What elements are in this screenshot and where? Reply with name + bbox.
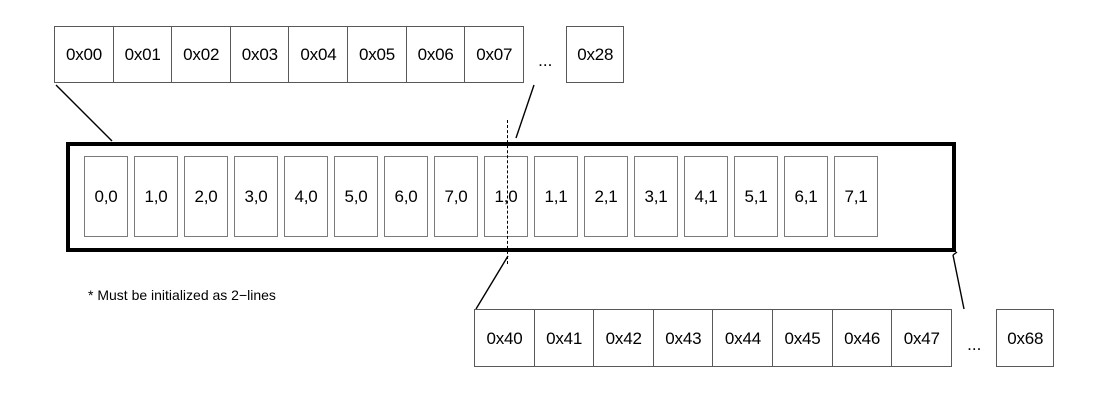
buffer-cell-list: 0,0 1,0 2,0 3,0 4,0 5,0 6,0 7,0 1,0 1,1 … bbox=[84, 156, 878, 237]
address-cell: 0x46 bbox=[831, 309, 893, 367]
address-cell: 0x41 bbox=[533, 309, 595, 367]
address-cell-tail: 0x68 bbox=[996, 309, 1055, 367]
buffer-cell: 5,0 bbox=[334, 156, 378, 237]
address-cell: 0x01 bbox=[112, 26, 173, 83]
buffer-cell: 1,0 bbox=[484, 156, 528, 237]
address-cell: 0x45 bbox=[772, 309, 834, 367]
address-cell: 0x43 bbox=[652, 309, 714, 367]
buffer-cell: 6,1 bbox=[784, 156, 828, 237]
address-cell: 0x40 bbox=[474, 309, 535, 367]
buffer-cell: 2,0 bbox=[184, 156, 228, 237]
address-cell: 0x47 bbox=[891, 309, 953, 367]
buffer-cell: 6,0 bbox=[384, 156, 428, 237]
buffer-cell: 1,0 bbox=[134, 156, 178, 237]
buffer-cell: 1,1 bbox=[534, 156, 578, 237]
address-cell: 0x44 bbox=[712, 309, 774, 367]
address-ellipsis: ... bbox=[967, 335, 982, 354]
buffer-cell: 7,0 bbox=[434, 156, 478, 237]
buffer-cell: 4,1 bbox=[684, 156, 728, 237]
footnote-text: * Must be initialized as 2−lines bbox=[88, 287, 276, 303]
first-line-address-row: 0x00 0x01 0x02 0x03 0x04 0x05 0x06 0x07 … bbox=[54, 26, 625, 83]
buffer-cell: 4,0 bbox=[284, 156, 328, 237]
buffer-cell: 7,1 bbox=[834, 156, 878, 237]
buffer-cell: 2,1 bbox=[584, 156, 628, 237]
address-cell: 0x42 bbox=[593, 309, 655, 367]
address-cell: 0x00 bbox=[54, 26, 114, 83]
two-line-buffer-box: 0,0 1,0 2,0 3,0 4,0 5,0 6,0 7,0 1,0 1,1 … bbox=[66, 142, 956, 252]
second-line-address-row: 0x40 0x41 0x42 0x43 0x44 0x45 0x46 0x47 … bbox=[474, 309, 1055, 367]
address-cell: 0x07 bbox=[464, 26, 525, 83]
buffer-cell: 3,0 bbox=[234, 156, 278, 237]
address-ellipsis: ... bbox=[538, 51, 553, 70]
address-cell: 0x04 bbox=[288, 26, 349, 83]
address-cell: 0x05 bbox=[347, 26, 408, 83]
address-cell: 0x03 bbox=[229, 26, 290, 83]
line-boundary-dashed-divider bbox=[507, 120, 508, 264]
address-cell-tail: 0x28 bbox=[566, 26, 625, 83]
buffer-cell: 3,1 bbox=[634, 156, 678, 237]
buffer-cell: 5,1 bbox=[734, 156, 778, 237]
address-cell: 0x06 bbox=[405, 26, 466, 83]
buffer-cell: 0,0 bbox=[84, 156, 128, 237]
address-cell: 0x02 bbox=[171, 26, 232, 83]
